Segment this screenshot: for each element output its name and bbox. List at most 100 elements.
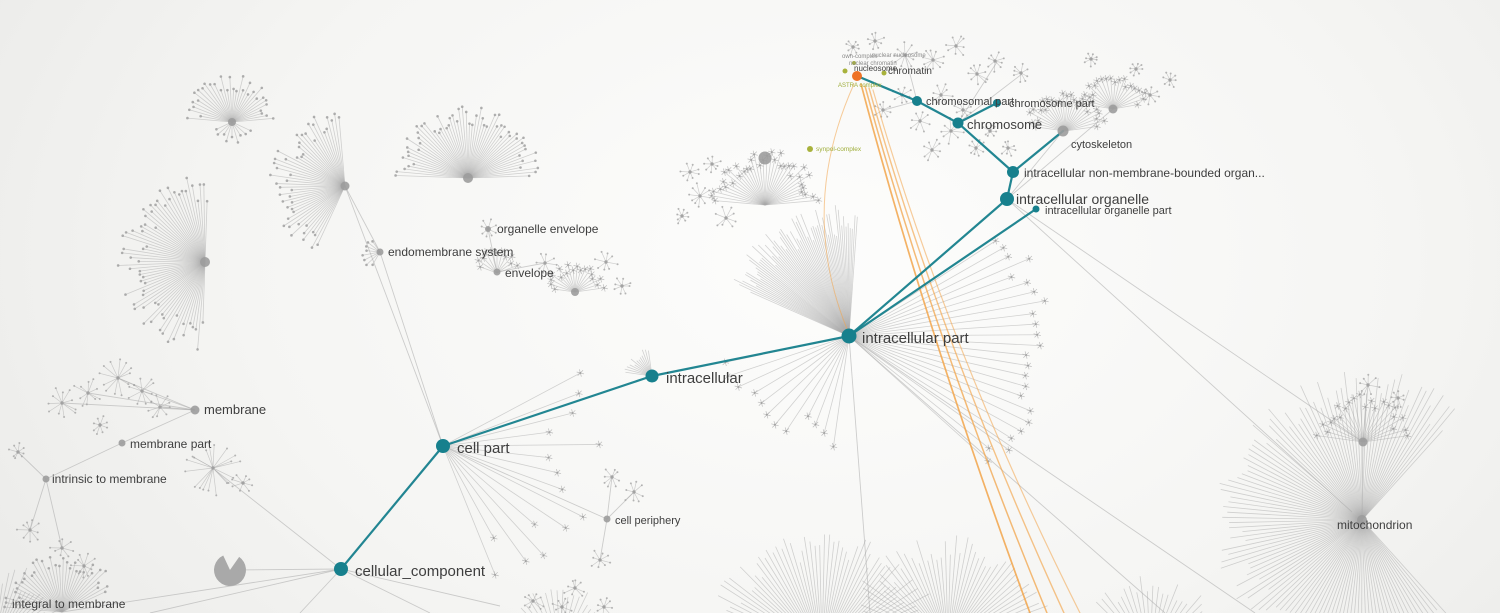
leaf-term-dot	[539, 252, 542, 255]
term-label-chromosome[interactable]: chromosome	[967, 117, 1042, 132]
star-tip-dot	[1382, 400, 1385, 403]
cluster-edge	[438, 132, 469, 179]
term-label-own-complex[interactable]: own-complex	[842, 54, 877, 60]
term-node-teal[interactable]	[436, 439, 450, 453]
term-hub-node[interactable]	[42, 475, 50, 483]
leaf-term-dot	[1141, 68, 1144, 71]
term-hub-node[interactable]	[463, 173, 473, 183]
graph-edge	[344, 185, 381, 253]
term-label-cytoskeleton[interactable]: cytoskeleton	[1071, 139, 1132, 151]
term-label-intracellular-non-membrane-bounded-organelle[interactable]: intracellular non-membrane-bounded organ…	[1024, 166, 1265, 180]
term-label-cellular-component[interactable]: cellular_component	[355, 563, 486, 580]
term-node-olive[interactable]	[842, 68, 848, 74]
term-label-cell-part[interactable]: cell part	[457, 440, 510, 457]
term-hub-node[interactable]	[1357, 515, 1367, 525]
term-hub-node[interactable]	[228, 118, 236, 126]
term-label-intracellular[interactable]: intracellular	[666, 370, 743, 387]
cluster-edge	[143, 208, 206, 263]
term-node-olive[interactable]	[852, 61, 856, 65]
star-tip-dot	[1401, 416, 1404, 419]
term-label-intracellular-part[interactable]: intracellular part	[862, 330, 970, 347]
cluster-edge	[159, 261, 206, 331]
term-label-intrinsic-to-membrane[interactable]: intrinsic to membrane	[52, 472, 167, 486]
term-hub-node[interactable]	[118, 439, 126, 447]
term-label-membrane[interactable]: membrane	[204, 402, 266, 417]
leaf-term-dot	[924, 68, 927, 71]
term-node-teal[interactable]	[1000, 192, 1014, 206]
term-label-mitochondrion[interactable]: mitochondrion	[1337, 518, 1412, 532]
star-tip-dot	[596, 283, 599, 286]
term-label-organelle-envelope[interactable]: organelle envelope	[497, 222, 599, 236]
cluster-edge	[1158, 593, 1164, 613]
term-label-chromosomal-part[interactable]: chromosomal part	[926, 96, 1014, 108]
cluster-edge	[103, 377, 119, 386]
leaf-term-dot	[889, 111, 892, 114]
cluster-edge	[1275, 438, 1363, 521]
term-hub-node[interactable]	[200, 257, 210, 267]
term-hub-node[interactable]	[376, 248, 384, 256]
star-tip-dot	[789, 174, 792, 177]
cluster-edge	[698, 195, 701, 207]
term-label-synpol-complex[interactable]: synpol-complex	[816, 146, 862, 153]
term-hub-node[interactable]	[758, 151, 772, 165]
cluster-edge	[1361, 519, 1388, 613]
cluster-edge	[197, 261, 206, 350]
term-label-cell-periphery[interactable]: cell periphery	[615, 515, 681, 527]
term-label-intracellular-organelle[interactable]: intracellular organelle	[1016, 191, 1149, 207]
term-hub-node[interactable]	[571, 288, 579, 296]
term-node-teal[interactable]	[993, 99, 1001, 107]
term-hub-node[interactable]	[340, 181, 350, 191]
term-label-integral-to-membrane[interactable]: integral to membrane	[12, 597, 126, 611]
term-label-nuclear-chromatin[interactable]: nuclear chromatin	[849, 61, 897, 67]
term-hub-node[interactable]	[190, 405, 200, 415]
cluster-edge	[1354, 519, 1363, 613]
cluster-edge	[1305, 519, 1363, 613]
term-node-orange[interactable]	[852, 71, 862, 81]
graph-edge	[883, 100, 918, 111]
term-label-chromatin[interactable]: chromatin	[888, 66, 932, 77]
term-hub-node[interactable]	[603, 515, 611, 523]
term-hub-node[interactable]	[493, 268, 501, 276]
term-node-teal[interactable]	[645, 369, 659, 383]
term-label-nucleosome[interactable]: nucleosome	[854, 64, 898, 73]
cluster-edge	[417, 132, 469, 179]
mini-hub-dot	[851, 45, 855, 49]
term-label-endomembrane-system[interactable]: endomembrane system	[388, 245, 513, 259]
term-node-teal[interactable]	[912, 96, 922, 106]
cluster-edge	[556, 590, 559, 613]
term-label-membrane-part[interactable]: membrane part	[130, 437, 212, 451]
star-tip-dot	[785, 430, 788, 433]
term-label-nuclear-nucleosome[interactable]: nuclear nucleosome	[872, 53, 926, 59]
term-hub-node[interactable]	[1358, 437, 1368, 447]
star-tip-dot	[576, 265, 579, 268]
term-label-intracellular-organelle-part[interactable]: intracellular organelle part	[1045, 205, 1172, 217]
leaf-term-dot	[138, 273, 142, 276]
term-label-envelope[interactable]: envelope	[505, 266, 554, 280]
cluster-edge	[1361, 519, 1385, 613]
leaf-term-dot	[987, 57, 990, 60]
term-node-teal[interactable]	[1032, 205, 1040, 213]
leaf-term-dot	[872, 48, 875, 51]
term-node-olive[interactable]	[807, 146, 813, 152]
term-node-teal[interactable]	[334, 562, 348, 576]
term-node-teal[interactable]	[1007, 166, 1019, 178]
highlight-path-edge	[956, 101, 999, 125]
star-tip-dot	[1026, 281, 1029, 284]
term-node-teal[interactable]	[841, 328, 857, 344]
term-hub-node[interactable]	[1057, 125, 1069, 137]
cluster-edge	[467, 167, 538, 179]
term-label-astra-complex[interactable]: ASTRA complex	[838, 83, 882, 89]
leaf-term-dot	[640, 484, 643, 487]
term-hub-node[interactable]	[485, 226, 491, 232]
term-node-olive[interactable]	[881, 70, 887, 76]
term-label-chromosome-part[interactable]: chromosome part	[1009, 98, 1095, 110]
leaf-term-dot	[992, 134, 995, 137]
leaf-term-dot	[265, 103, 268, 106]
cluster-edge	[1237, 477, 1363, 521]
cluster-edge	[756, 563, 795, 613]
cluster-edge	[290, 174, 346, 187]
term-hub-node[interactable]	[1108, 104, 1118, 114]
term-node-teal[interactable]	[952, 117, 964, 129]
